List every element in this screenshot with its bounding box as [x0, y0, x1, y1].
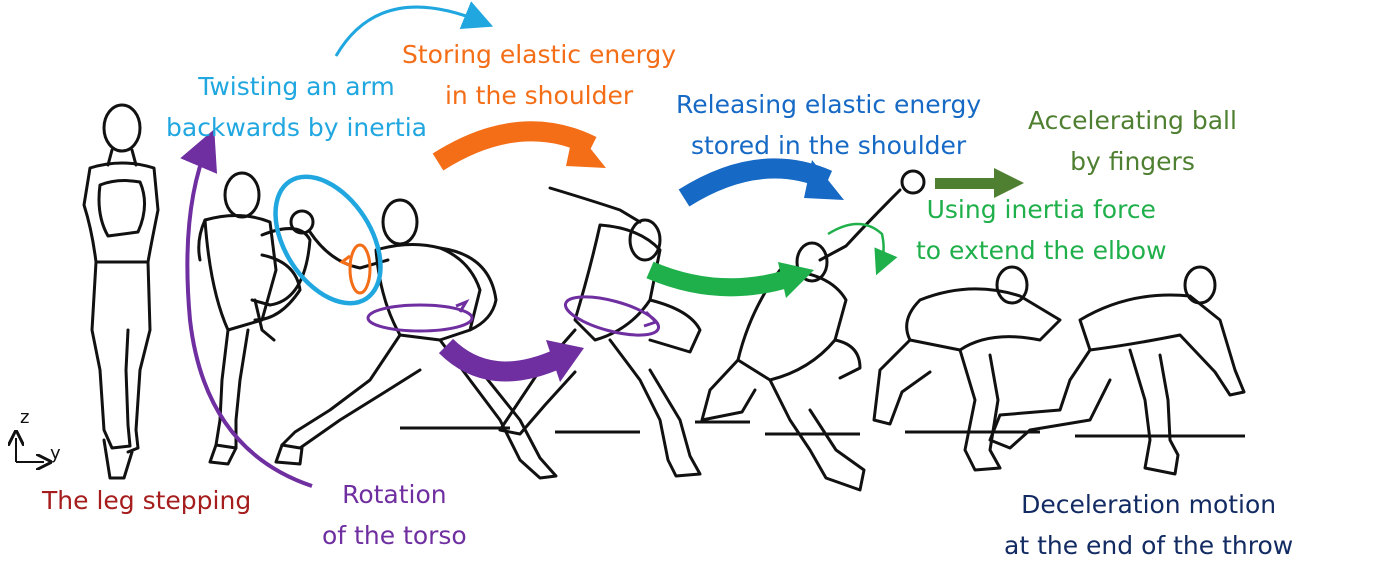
leg-lift-pitcher [197, 171, 312, 466]
inertia-elbow-arrowhead [778, 262, 814, 298]
ground-lines [400, 420, 1245, 438]
arm-back-pitcher [274, 198, 558, 480]
torso-rotation-ellipse-2 [563, 295, 661, 337]
leg-stepping-label: The leg stepping [42, 486, 252, 515]
inertia-elbow-arrow [646, 261, 793, 297]
axis-z-label: z [20, 407, 30, 428]
cocking-pitcher [498, 186, 702, 478]
storing-energy-arrowhead [566, 128, 606, 168]
elbow-extension-arc [827, 222, 898, 276]
standing-pitcher [82, 103, 160, 480]
shoulder-rotation-orange [348, 243, 372, 295]
axis-y-label: y [50, 443, 61, 464]
torso-rotation-ellipse-1 [366, 303, 474, 333]
twisting-top-arc-arrow [334, 1, 494, 57]
releasing-energy-arrowhead [804, 160, 844, 200]
coordinate-axes [16, 438, 44, 462]
torso-rotation-big-arrow [438, 338, 565, 382]
release-pitcher [872, 265, 1062, 472]
accelerating-ball-arrowhead [994, 168, 1024, 198]
follow-through-pitcher [988, 265, 1246, 476]
acceleration-pitcher [700, 169, 926, 492]
accelerating-ball-arrow-shaft [935, 178, 997, 189]
twisting-arm-ellipse [273, 174, 383, 306]
torso-rotation-long-arrow [180, 129, 313, 488]
torso-rotation-big-arrowhead [546, 340, 584, 382]
